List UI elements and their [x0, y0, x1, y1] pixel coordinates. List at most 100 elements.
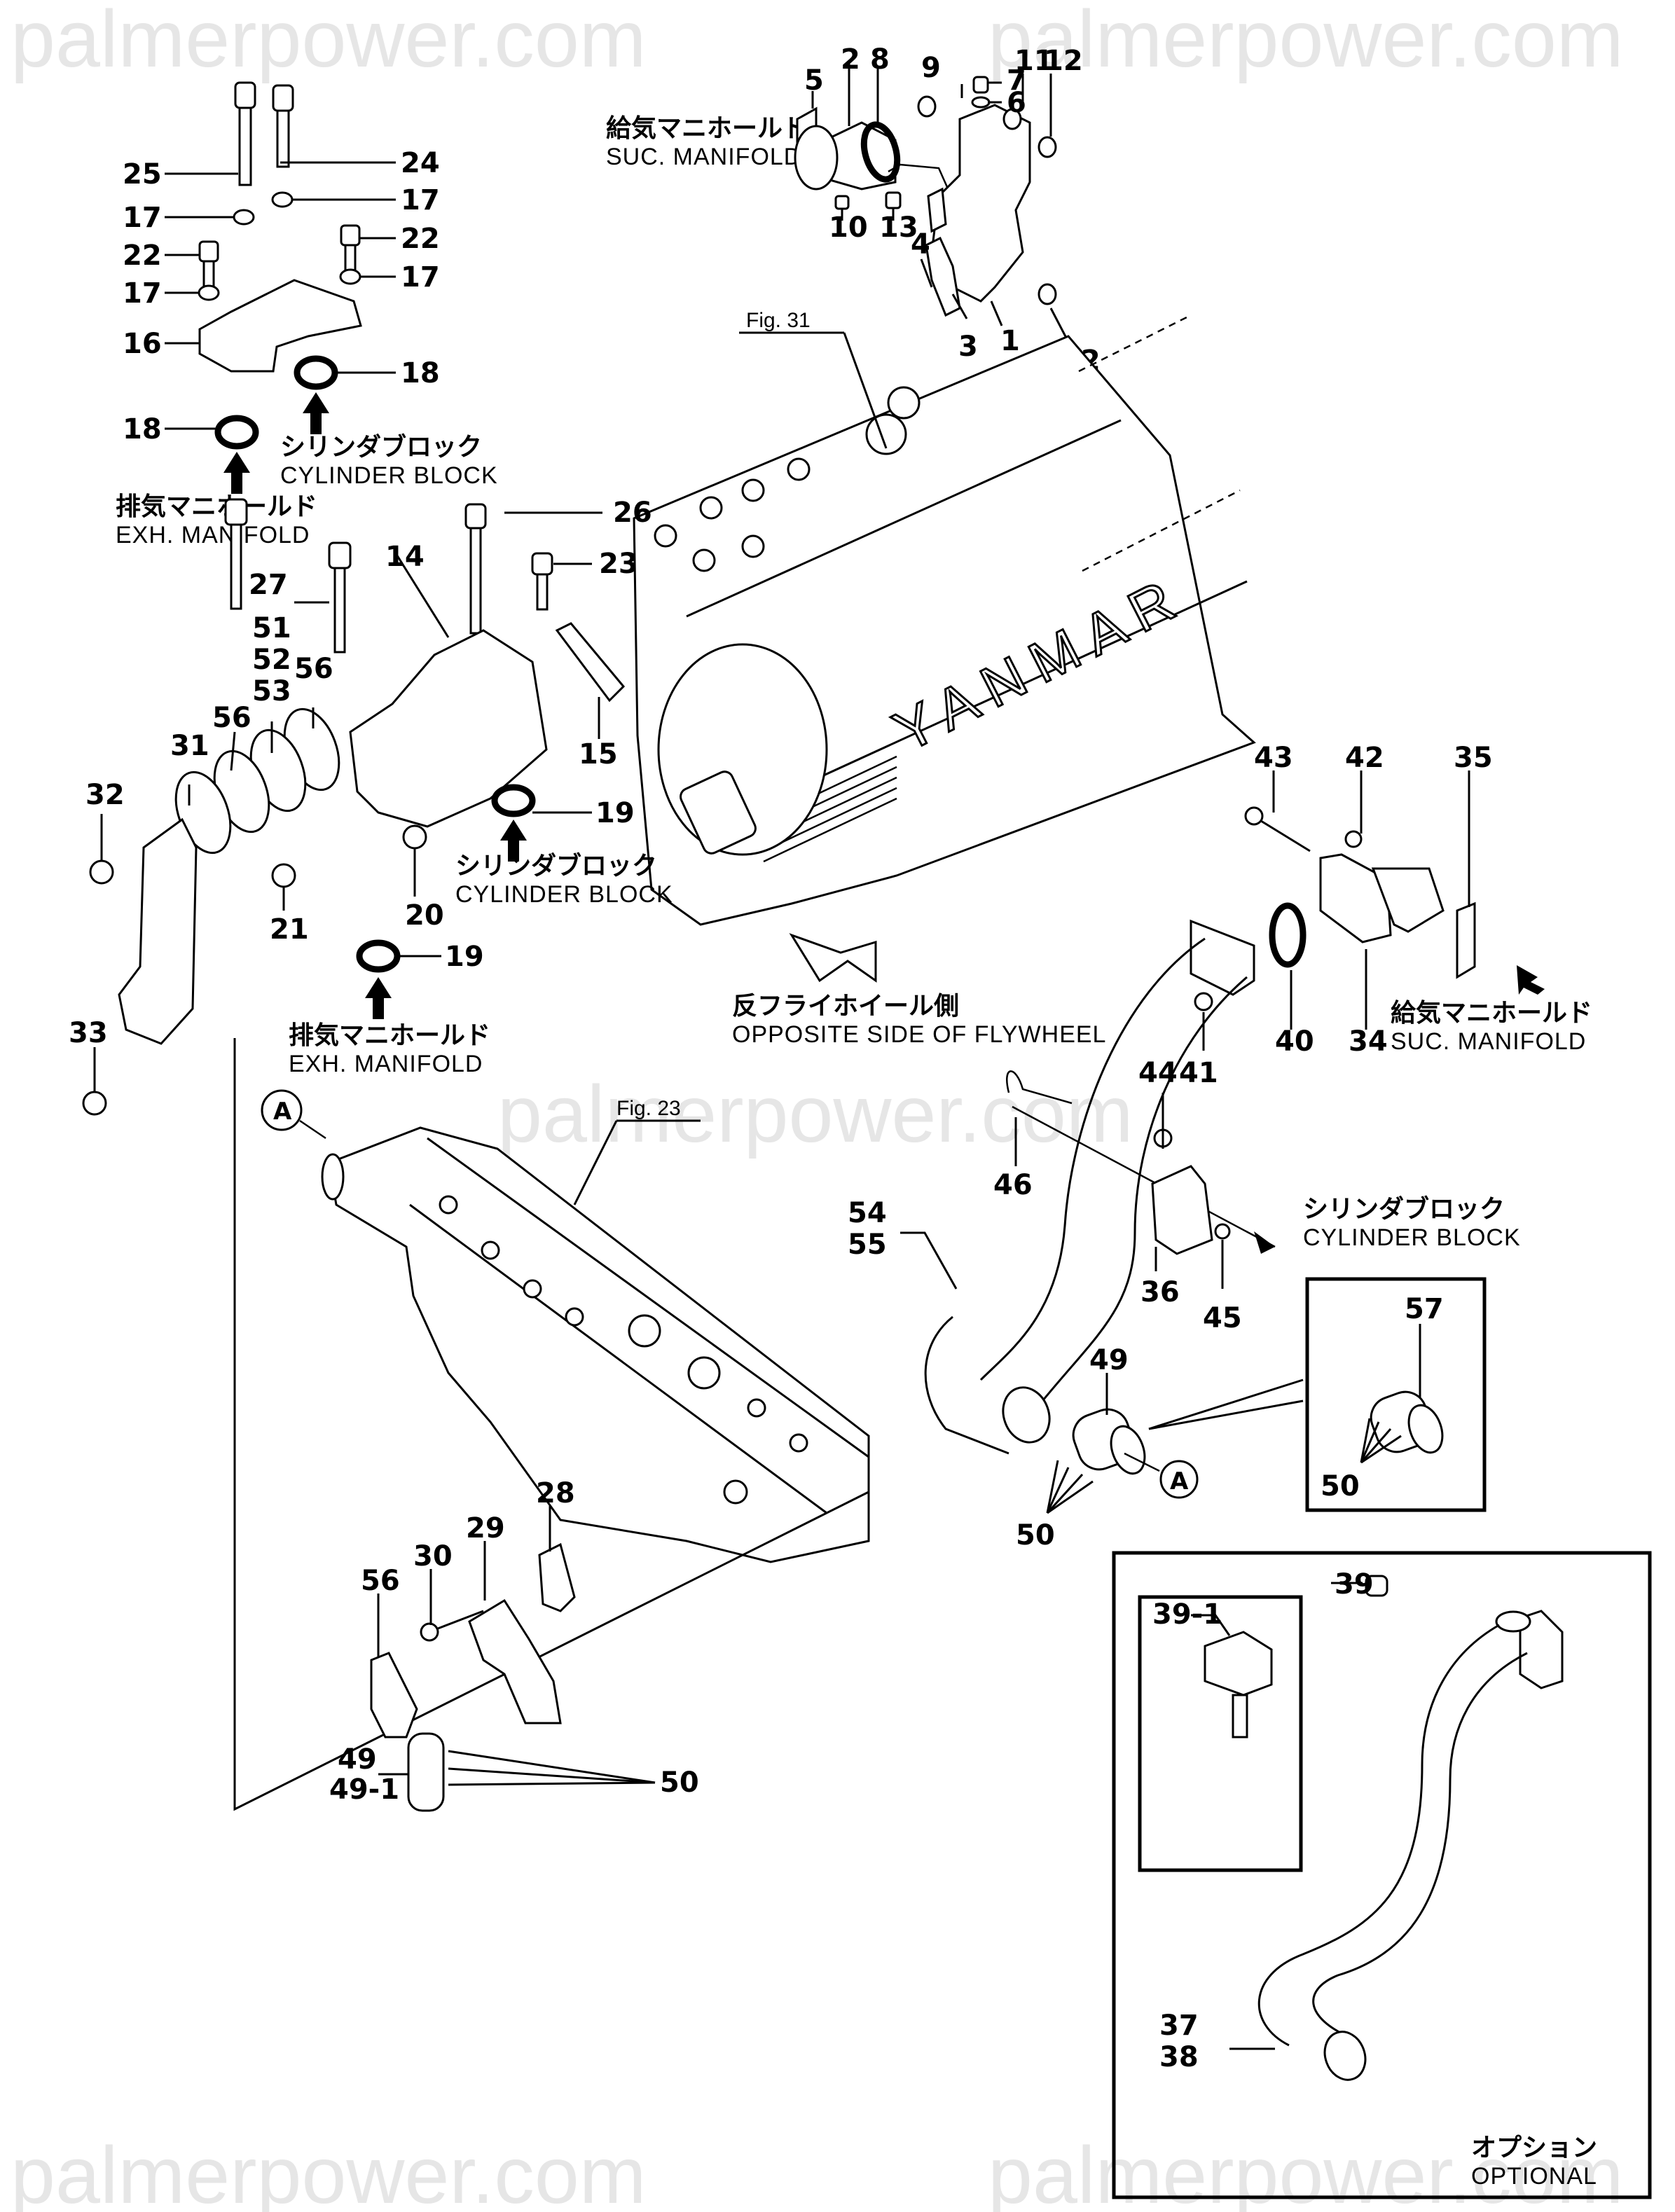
- callout-2: 2: [841, 43, 860, 76]
- callout-32: 32: [85, 779, 125, 811]
- pipe-end-icon: [321, 1153, 345, 1201]
- callout-50: 50: [660, 1767, 699, 1799]
- gasket-icon: [370, 1652, 418, 1739]
- bracket-icon: [1151, 1165, 1213, 1255]
- bolt-icon: [402, 824, 427, 850]
- caption-cylinder-block-jp: シリンダブロック: [280, 432, 482, 462]
- probe-icon: [1232, 1694, 1248, 1739]
- callout-51: 51: [252, 612, 291, 644]
- direction-arrow-icon: [789, 933, 877, 983]
- bolt-icon: [420, 1622, 439, 1642]
- callout-57: 57: [1405, 1293, 1444, 1325]
- callout-50: 50: [1321, 1470, 1360, 1502]
- reference-a-right: A: [1170, 1467, 1189, 1495]
- washer-icon: [233, 209, 255, 226]
- callout-10: 10: [829, 212, 868, 244]
- callout-53: 53: [252, 675, 291, 707]
- bolt-icon: [531, 552, 553, 576]
- caption-optional-en: OPTIONAL: [1471, 2163, 1597, 2190]
- callout-54: 54: [848, 1197, 887, 1229]
- bolt-icon: [340, 224, 361, 247]
- caption-suc-manifold-jp: 給気マニホールド: [606, 114, 808, 143]
- callout-20: 20: [405, 899, 444, 932]
- callout-21: 21: [270, 913, 309, 946]
- housing-outlet-icon: [794, 125, 839, 191]
- washer-icon: [339, 268, 361, 285]
- pipe-boss-icon: [1495, 1610, 1531, 1633]
- callout-22: 22: [123, 240, 162, 272]
- callout-23: 23: [599, 548, 638, 580]
- reference-a-left: A: [273, 1098, 292, 1126]
- bolt-icon: [224, 498, 248, 526]
- callout-4: 4: [911, 228, 930, 261]
- callout-46: 46: [993, 1169, 1033, 1201]
- washer-icon: [271, 191, 294, 208]
- clamp-icon: [407, 1732, 445, 1812]
- bolt-icon: [834, 195, 850, 210]
- o-ring-icon: [356, 939, 401, 973]
- callout-6: 6: [1007, 87, 1026, 119]
- clamp-detail: [1360, 1324, 1444, 1464]
- bolt-icon: [1344, 830, 1363, 848]
- callout-14: 14: [385, 541, 425, 573]
- outlet-elbow-assembly: [370, 1506, 656, 1812]
- arrow-up-icon: [500, 820, 527, 862]
- callout-40: 40: [1275, 1025, 1314, 1058]
- bolt-icon: [885, 191, 902, 209]
- callout-3: 3: [958, 331, 978, 363]
- caption-optional-jp: オプション: [1471, 2134, 1597, 2162]
- watermark-middle: palmerpower.com: [497, 1070, 1133, 1159]
- engine-block: YANMAR: [633, 314, 1256, 926]
- optional-parts: [1191, 1575, 1564, 2081]
- gasket-icon: [538, 1542, 576, 1612]
- callout-45: 45: [1203, 1302, 1242, 1334]
- caption-exh-manifold-en: EXH. MANIFOLD: [116, 522, 310, 548]
- callout-19: 19: [445, 941, 484, 973]
- caption-opposite-flywheel-jp: 反フライホイール側: [732, 992, 959, 1021]
- callout-9: 9: [921, 52, 941, 84]
- o-ring-icon: [294, 355, 338, 390]
- callout-28: 28: [536, 1477, 575, 1509]
- callout-44: 44: [1138, 1057, 1178, 1089]
- callout-19: 19: [595, 797, 635, 829]
- hose-end-icon: [1323, 2031, 1367, 2081]
- callout-39-1: 39-1: [1152, 1598, 1222, 1631]
- reference-mark: [261, 1089, 303, 1131]
- flange-icon: [1190, 919, 1255, 996]
- arrow-up-icon: [303, 392, 329, 434]
- reference-mark: [1159, 1460, 1199, 1499]
- callout-56: 56: [212, 702, 251, 734]
- callout-36: 36: [1140, 1276, 1180, 1308]
- caption-exh-manifold-en: EXH. MANIFOLD: [289, 1051, 483, 1077]
- hose-clamp-assembly: [1046, 1373, 1304, 1514]
- callout-13: 13: [879, 212, 918, 244]
- bolt-icon: [82, 1091, 107, 1116]
- callout-50: 50: [1016, 1519, 1055, 1551]
- leader-bracket: [233, 1038, 869, 1811]
- watermark-bottom-left: palmerpower.com: [11, 2131, 647, 2212]
- caption-cylinder-block-jp: シリンダブロック: [1303, 1194, 1505, 1224]
- detail-inset-57: [1305, 1277, 1487, 1512]
- figure-ref-31: Fig. 31: [746, 309, 811, 332]
- hose-end-icon: [1002, 1386, 1051, 1444]
- callout-42: 42: [1345, 742, 1384, 774]
- u-bolt-icon: [1006, 1070, 1073, 1105]
- gasket-icon: [1456, 901, 1476, 979]
- suction-elbow-assembly: [1244, 770, 1545, 1030]
- o-ring-icon: [860, 121, 901, 183]
- bolt-icon: [1244, 806, 1264, 826]
- bolt-icon: [271, 863, 296, 888]
- o-ring-icon: [491, 784, 536, 817]
- callout-49: 49: [338, 1743, 377, 1776]
- bolt-icon: [234, 81, 294, 186]
- arrow-up-icon: [365, 977, 392, 1019]
- callout-49: 49: [1089, 1344, 1129, 1376]
- o-ring-icon: [214, 415, 259, 450]
- callout-11: 11: [1014, 45, 1054, 77]
- detail-inset-39-1: [1138, 1595, 1303, 1872]
- callout-34: 34: [1349, 1025, 1388, 1058]
- plug-icon: [1365, 1575, 1388, 1597]
- bolt-icon: [1038, 283, 1057, 305]
- callout-35: 35: [1454, 742, 1493, 774]
- exhaust-housing-assembly: [82, 498, 626, 1116]
